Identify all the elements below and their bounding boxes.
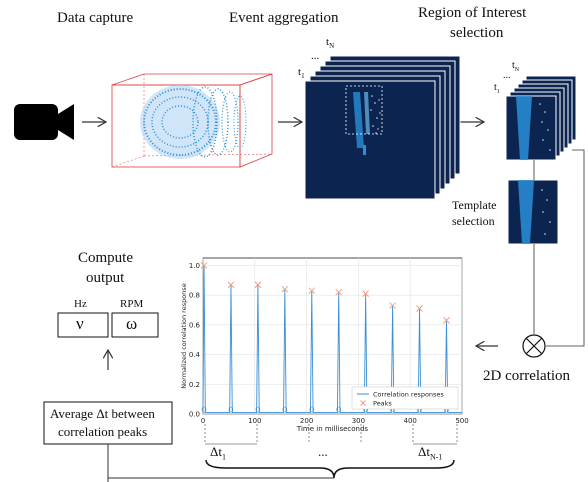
legend-peak-marker-b — [360, 400, 366, 406]
roi-t1-label: t1 — [494, 82, 500, 95]
interval-first-label: Δt1 — [210, 444, 226, 462]
y-tick-label: 0.2 — [189, 381, 200, 389]
y-tick-label: 0.6 — [189, 321, 201, 329]
average-label-line1: Average Δt between — [50, 406, 155, 421]
peak-marker — [389, 302, 396, 309]
correlation-label: 2D correlation — [483, 368, 571, 384]
x-tick-label: 500 — [455, 417, 468, 425]
event-aggregation-label: Event aggregation — [229, 10, 339, 26]
y-tick-label: 0.8 — [189, 292, 200, 300]
rpm-box — [111, 312, 159, 338]
average-label-line2: correlation peaks — [58, 424, 148, 439]
baseline-bump — [201, 406, 207, 413]
aggregated-frame-stack — [304, 55, 461, 200]
roi-dots: ... — [503, 70, 511, 81]
interval-brace — [205, 459, 455, 479]
frame-tn-label: tN — [326, 36, 335, 51]
frame-dots: ... — [311, 50, 320, 62]
roi-label-line1: Region of Interest — [418, 5, 527, 21]
legend-label-responses: Correlation responses — [373, 391, 444, 399]
x-tick-label: 0 — [201, 417, 205, 425]
peak-marker — [416, 305, 423, 312]
baseline-bump — [255, 406, 261, 413]
peak-marker — [254, 281, 262, 289]
baseline-bump — [336, 406, 342, 413]
roi-frame-stack — [505, 75, 577, 161]
event-cloud-box — [111, 73, 273, 168]
peak-marker — [308, 287, 316, 295]
compute-label-line1: Compute — [78, 250, 133, 266]
video-camera-icon — [14, 104, 74, 140]
peak-marker — [281, 285, 289, 293]
hz-box — [57, 312, 109, 338]
legend-box — [351, 386, 459, 410]
interval-middle-dots: ... — [318, 444, 328, 459]
hz-symbol: ν — [76, 314, 84, 333]
baseline-bump — [309, 406, 315, 413]
peak-marker — [200, 262, 208, 269]
baseline-bump — [282, 406, 288, 413]
roi-tn-label: tN — [512, 60, 520, 73]
interval-markers — [204, 424, 458, 444]
peak-marker — [227, 281, 235, 289]
hz-label: Hz — [74, 298, 87, 310]
rpm-label: RPM — [120, 298, 144, 310]
x-axis-label: Time in milliseconds — [296, 425, 369, 433]
template-label-line1: Template — [452, 198, 497, 212]
y-tick-label: 0.0 — [189, 411, 200, 419]
rpm-symbol: ω — [126, 314, 138, 333]
roi-label-line2: selection — [450, 25, 504, 41]
peak-marker — [443, 317, 450, 324]
x-tick-label: 200 — [300, 417, 313, 425]
peak-marker — [335, 288, 343, 296]
template-frame — [507, 179, 559, 245]
x-tick-label: 300 — [352, 417, 365, 425]
y-tick-label: 0.4 — [189, 351, 201, 359]
correlation-operator-icon — [522, 334, 546, 358]
x-tick-label: 100 — [248, 417, 261, 425]
peak-marker — [362, 290, 370, 298]
frame-t1-label: t1 — [298, 66, 305, 81]
interval-last-label: ΔtN-1 — [418, 444, 443, 462]
y-tick-label: 1.0 — [189, 262, 200, 270]
baseline-bump — [228, 406, 234, 413]
legend-label-peaks: Peaks — [373, 400, 392, 408]
data-capture-label: Data capture — [57, 10, 134, 26]
y-axis-label: Normalized correlation response — [180, 283, 188, 388]
template-label-line2: selection — [452, 214, 495, 228]
compute-label-line2: output — [86, 270, 125, 286]
x-tick-label: 400 — [404, 417, 417, 425]
average-box — [43, 401, 173, 445]
